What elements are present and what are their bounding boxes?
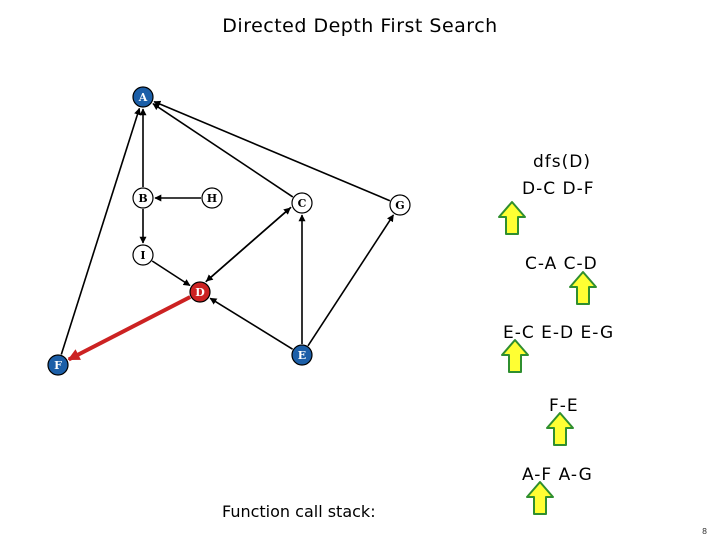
stack-pointer-a-f-icon [526, 481, 554, 515]
node-layer: A B H C G I D E F [47, 86, 411, 376]
node-c: C [291, 192, 313, 214]
node-circle [201, 187, 223, 209]
edge-e-g [307, 214, 395, 347]
node-circle [189, 281, 211, 303]
node-f: F [47, 354, 69, 376]
stack-frame-e: E-C E-D E-G [503, 323, 615, 338]
node-g: G [389, 194, 411, 216]
stack-pointer-f-e-icon [546, 412, 574, 446]
edge-layer [60, 100, 395, 362]
stack-current-call: dfs(D) [533, 152, 591, 172]
node-circle [132, 244, 154, 266]
stack-arrow-layer [498, 201, 597, 515]
page-title: Directed Depth First Search [222, 15, 498, 37]
node-b: B [132, 187, 154, 209]
edge-e-d [209, 297, 294, 350]
node-label: A [138, 91, 148, 104]
stack-frame-f: F-E [549, 396, 579, 411]
stack-pointer-e-c-icon [501, 339, 529, 373]
node-circle [47, 354, 69, 376]
edge-f-a [60, 107, 141, 355]
node-a: A [132, 86, 154, 108]
edge-c-a [152, 103, 294, 198]
node-circle [291, 192, 313, 214]
node-circle [132, 86, 154, 108]
edge-c-d [205, 206, 292, 282]
edge-g-a [153, 100, 391, 202]
node-i: I [132, 244, 154, 266]
node-label: I [140, 249, 145, 262]
node-label: D [195, 286, 205, 299]
node-label: B [138, 192, 147, 205]
edge-i-d [151, 260, 191, 287]
node-e: E [291, 344, 313, 366]
node-circle [132, 187, 154, 209]
stack-frame-a: A-F A-G [522, 465, 593, 480]
node-label: G [395, 199, 404, 212]
node-label: E [298, 349, 306, 362]
stack-frame-c: C-A C-D [525, 254, 598, 269]
node-d: D [189, 281, 211, 303]
node-h: H [201, 187, 223, 209]
node-label: H [207, 192, 217, 205]
node-label: F [54, 359, 62, 372]
node-circle [389, 194, 411, 216]
node-circle [291, 344, 313, 366]
page-number: 8 [702, 527, 708, 536]
stack-current-edges: D-C D-F [522, 179, 595, 199]
stack-pointer-d-c-icon [498, 201, 526, 235]
edge-d-f [67, 295, 192, 362]
stack-pointer-c-a-icon [569, 271, 597, 305]
node-label: C [298, 197, 307, 210]
call-stack-label: Function call stack: [222, 502, 376, 521]
